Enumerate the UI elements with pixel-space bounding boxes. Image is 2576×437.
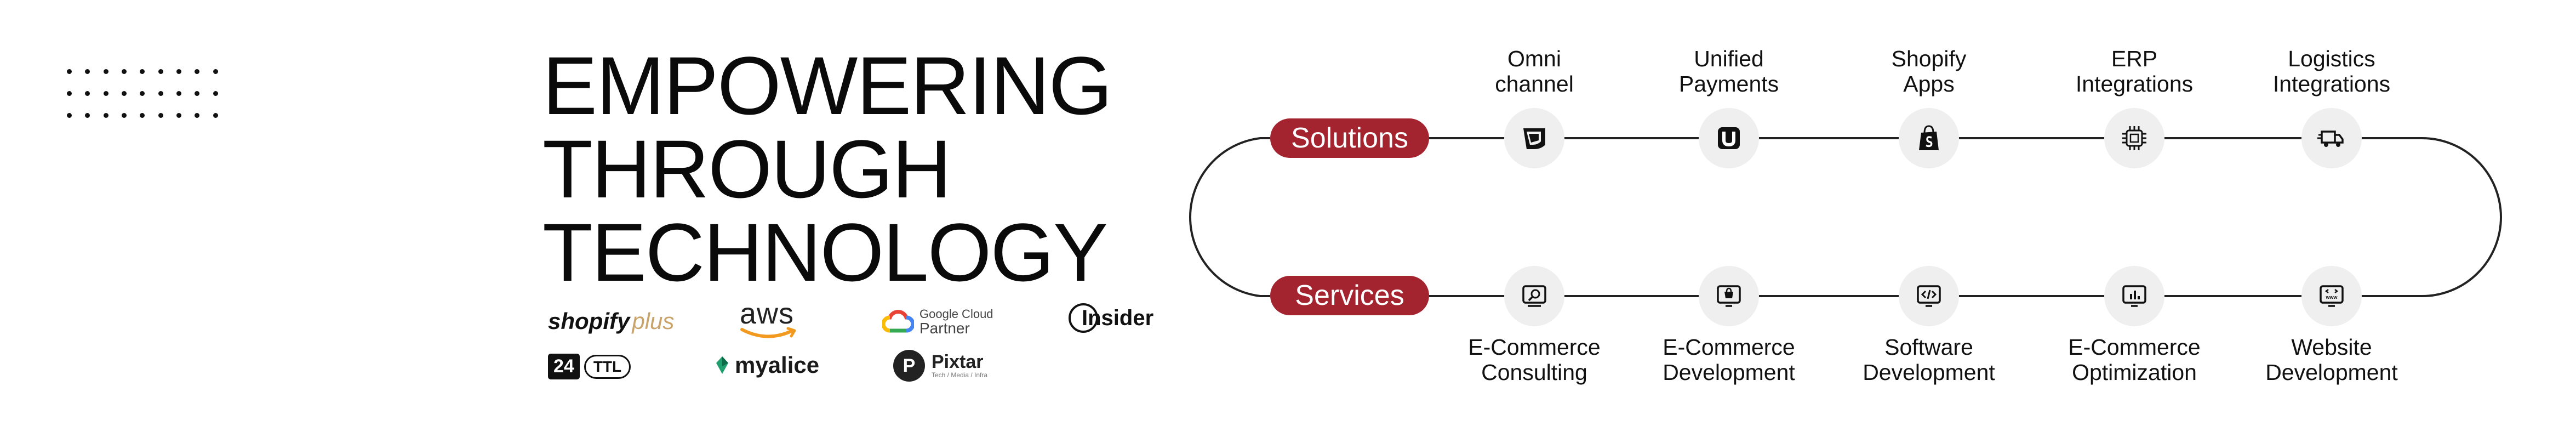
solutions-pill: Solutions xyxy=(1270,118,1429,158)
consulting-screen-icon xyxy=(1522,285,1546,307)
service-label-ecommerce-development: E-Commerce Development xyxy=(1663,334,1795,385)
service-label-website-development: Website Development xyxy=(2265,334,2398,385)
solution-label-unified-payments: Unified Payments xyxy=(1678,46,1779,97)
myalice-leaf-icon xyxy=(716,356,728,374)
store-monitor-icon xyxy=(1717,285,1741,307)
truck-icon xyxy=(2317,130,2344,147)
pixtar-mark-icon: P xyxy=(893,350,925,382)
service-node-ecommerce-development xyxy=(1699,266,1759,326)
24ttl-logo: 24 TTL xyxy=(548,354,631,379)
myalice-logo: myalice xyxy=(715,352,819,378)
aws-logo: aws xyxy=(740,299,800,340)
www-monitor-icon: www xyxy=(2320,285,2344,307)
shopify-bag-icon xyxy=(1919,125,1939,150)
service-node-ecommerce-optimization xyxy=(2104,266,2164,326)
chart-monitor-icon xyxy=(2122,285,2146,307)
service-label-software-development: Software Development xyxy=(1863,334,1995,385)
service-node-ecommerce-consulting xyxy=(1504,266,1564,326)
solution-label-logistics-integrations: Logistics Integrations xyxy=(2272,46,2391,97)
headline: EMPOWERING THROUGH TECHNOLOGY xyxy=(542,44,1162,294)
solution-label-shopify-apps: Shopify Apps xyxy=(1891,46,1967,97)
solution-label-erp-integrations: ERP Integrations xyxy=(2075,46,2194,97)
headline-line-2: THROUGH xyxy=(542,123,951,215)
service-node-website-development: www xyxy=(2301,266,2362,326)
solution-node-unified-payments xyxy=(1699,108,1759,168)
headline-line-3: TECHNOLOGY xyxy=(542,206,1108,298)
google-cloud-icon xyxy=(882,310,914,333)
services-pill: Services xyxy=(1270,276,1429,315)
headline-line-1: EMPOWERING xyxy=(542,39,1112,132)
service-label-ecommerce-consulting: E-Commerce Consulting xyxy=(1468,334,1601,385)
decorative-dot-grid xyxy=(60,60,225,126)
aws-smile-icon xyxy=(740,327,796,338)
code-monitor-icon xyxy=(1917,285,1941,307)
erp-chip-icon xyxy=(2122,126,2146,150)
service-node-software-development xyxy=(1899,266,1959,326)
payments-icon xyxy=(1718,127,1740,149)
insider-logo: Insider xyxy=(1069,303,1153,333)
omnichannel-icon xyxy=(1523,128,1545,149)
svg-text:www: www xyxy=(2325,294,2338,300)
solution-node-omnichannel xyxy=(1504,108,1564,168)
solution-node-shopify-apps xyxy=(1899,108,1959,168)
google-cloud-partner-logo: Google Cloud Partner xyxy=(882,307,993,336)
solution-node-erp-integrations xyxy=(2104,108,2164,168)
insider-ring-icon xyxy=(1069,303,1098,333)
solution-label-omnichannel: Omni channel xyxy=(1495,46,1574,97)
service-label-ecommerce-optimization: E-Commerce Optimization xyxy=(2068,334,2201,385)
pixtar-logo: P Pixtar Tech / Media / Infra xyxy=(893,350,987,382)
solution-node-logistics-integrations xyxy=(2301,108,2362,168)
